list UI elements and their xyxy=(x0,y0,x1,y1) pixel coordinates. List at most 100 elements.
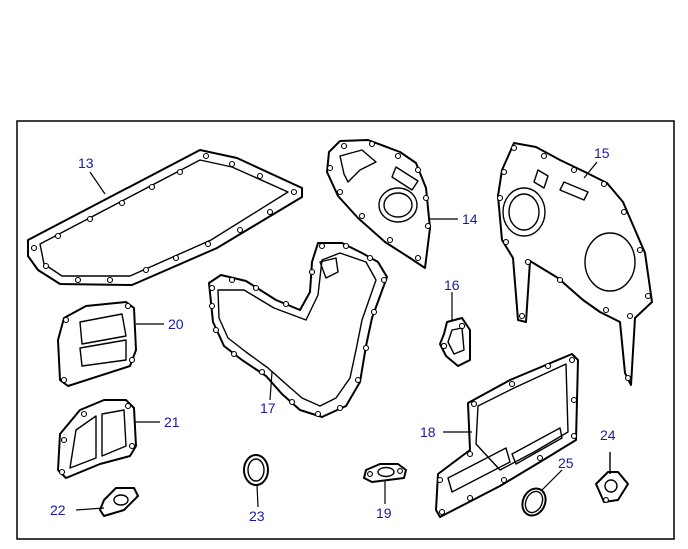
part-18-manifold-gasket[interactable] xyxy=(435,353,579,518)
bolt-hole xyxy=(518,312,526,320)
bolt-hole xyxy=(228,160,236,168)
bolt-hole xyxy=(536,454,544,462)
callout-25: 25 xyxy=(558,455,574,471)
bolt-hole xyxy=(118,199,126,207)
bolt-hole xyxy=(252,284,260,292)
callout-20: 20 xyxy=(168,316,184,332)
bolt-hole xyxy=(436,476,444,484)
bolt-hole xyxy=(202,152,210,160)
bolt-hole xyxy=(288,398,296,406)
bolt-hole xyxy=(600,180,608,188)
bolt-hole xyxy=(282,300,290,308)
diagram-frame xyxy=(16,120,675,540)
bolt-hole xyxy=(524,258,532,266)
bolt-hole xyxy=(438,508,446,516)
bolt-hole xyxy=(358,212,366,220)
bolt-hole xyxy=(58,468,66,476)
bolt-hole xyxy=(228,276,236,284)
callout-18: 18 xyxy=(420,424,436,440)
bolt-hole xyxy=(60,376,68,384)
part-21-cover-gasket[interactable] xyxy=(57,399,137,479)
callout-21: 21 xyxy=(164,414,180,430)
bolt-hole xyxy=(124,302,132,310)
bolt-hole xyxy=(336,188,344,196)
bolt-hole xyxy=(510,144,518,152)
bolt-hole xyxy=(466,450,474,458)
bolt-hole xyxy=(142,266,150,274)
bolt-hole xyxy=(106,276,114,284)
bolt-hole xyxy=(362,344,370,352)
bolt-hole xyxy=(124,402,132,410)
bolt-hole xyxy=(644,292,652,300)
part-20-cover-gasket[interactable] xyxy=(57,301,137,387)
bolt-hole xyxy=(368,140,376,148)
bolt-hole xyxy=(414,254,422,262)
part-14-front-plate-gasket[interactable] xyxy=(326,139,432,269)
bolt-hole xyxy=(318,242,326,250)
bolt-hole xyxy=(326,164,334,172)
bolt-hole xyxy=(394,152,402,160)
bolt-hole xyxy=(544,362,552,370)
bolt-hole xyxy=(80,410,88,418)
bolt-hole xyxy=(340,142,348,150)
bolt-hole xyxy=(500,168,508,176)
bolt-hole xyxy=(290,188,298,196)
bolt-hole xyxy=(230,350,238,358)
callout-labels: 13 14 15 16 17 18 19 20 21 22 23 24 25 xyxy=(50,145,616,524)
bolt-hole xyxy=(148,183,156,191)
callout-24: 24 xyxy=(600,427,616,443)
bolt-hole xyxy=(380,276,388,284)
bolt-hole xyxy=(508,380,516,388)
bolt-hole xyxy=(500,476,508,484)
bolt-hole xyxy=(60,436,68,444)
bolt-hole xyxy=(370,308,378,316)
bolt-hole xyxy=(466,494,474,502)
bolt-hole xyxy=(62,316,70,324)
part-13-oil-pan-gasket[interactable] xyxy=(27,149,303,286)
bolt-hole xyxy=(366,254,374,262)
bolt-hole xyxy=(86,215,94,223)
bolt-hole xyxy=(54,232,62,240)
callout-17: 17 xyxy=(260,400,276,416)
bolt-hole xyxy=(172,254,180,262)
bolt-hole xyxy=(602,306,610,314)
part-22-small-gasket[interactable] xyxy=(99,487,139,517)
part-19-flange-gasket[interactable] xyxy=(363,463,407,483)
bolt-hole xyxy=(570,432,578,440)
bolt-hole xyxy=(74,276,82,284)
bolt-hole xyxy=(354,376,362,384)
callout-23: 23 xyxy=(249,508,265,524)
bolt-hole xyxy=(308,268,316,276)
bolt-hole xyxy=(556,276,564,284)
bolt-hole xyxy=(236,226,244,234)
bolt-hole xyxy=(258,368,266,376)
bolt-hole xyxy=(624,374,632,382)
callout-13: 13 xyxy=(78,155,94,171)
bolt-hole xyxy=(422,194,430,202)
bolt-hole xyxy=(266,208,274,216)
callout-16: 16 xyxy=(444,277,460,293)
bolt-hole xyxy=(636,246,644,254)
part-15-rear-plate-gasket[interactable] xyxy=(496,142,653,386)
part-17-timing-case-gasket[interactable] xyxy=(208,242,388,418)
bolt-hole xyxy=(424,222,432,230)
bolt-hole xyxy=(502,238,510,246)
bolt-hole xyxy=(208,302,216,310)
bolt-hole xyxy=(470,400,478,408)
bolt-hole xyxy=(128,442,136,450)
callout-15: 15 xyxy=(594,145,610,161)
bolt-hole xyxy=(570,396,578,404)
part-23-seal-ring[interactable] xyxy=(243,454,269,486)
bolt-hole xyxy=(386,236,394,244)
bolt-hole xyxy=(176,168,184,176)
callout-19: 19 xyxy=(376,505,392,521)
bolt-hole xyxy=(540,152,548,160)
bolt-hole xyxy=(336,404,344,412)
callout-14: 14 xyxy=(462,211,478,227)
bolt-hole xyxy=(626,312,634,320)
part-24-filter-gasket[interactable] xyxy=(595,452,629,503)
part-25-o-ring[interactable] xyxy=(518,485,550,520)
part-16-small-gasket[interactable] xyxy=(439,317,471,367)
leader-lines xyxy=(75,161,598,511)
